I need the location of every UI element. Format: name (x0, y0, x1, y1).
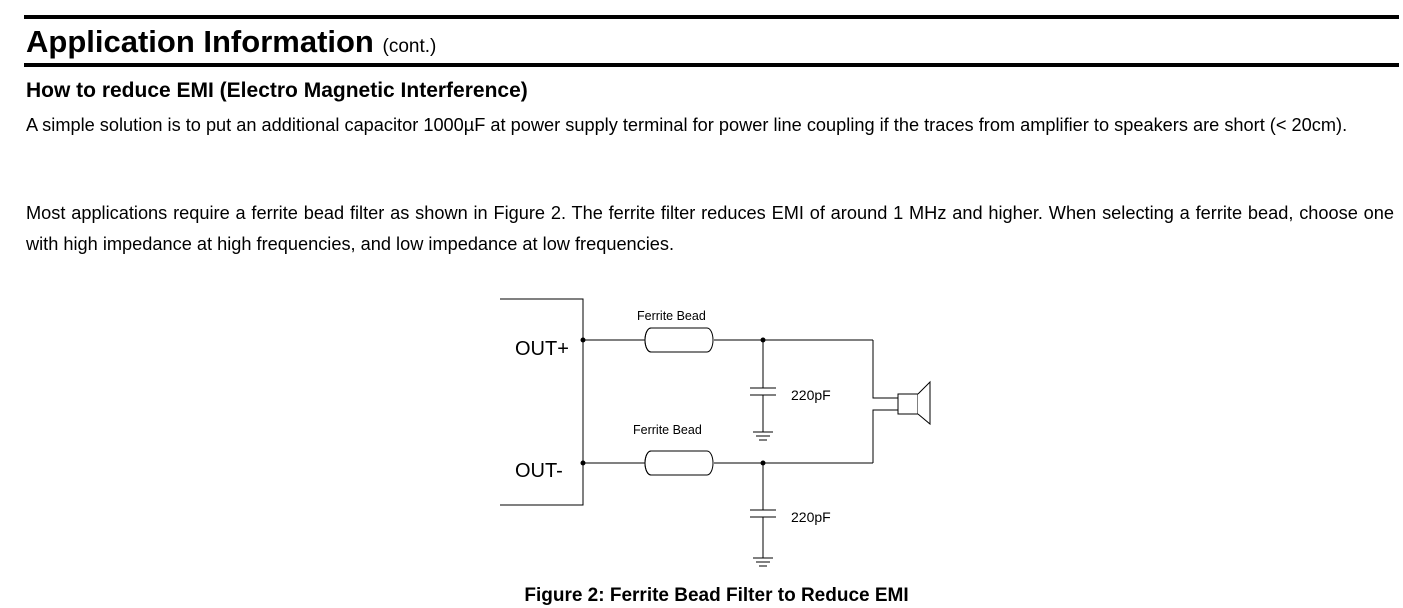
speaker-icon (897, 380, 931, 426)
label-out-plus: OUT+ (515, 338, 569, 360)
capacitor-top-icon (750, 340, 776, 432)
ferrite-bead-bottom-icon (644, 450, 714, 476)
label-out-minus: OUT- (515, 460, 563, 482)
ground-top-icon (753, 431, 773, 441)
label-ferrite-bead-top: Ferrite Bead (637, 309, 706, 323)
page-title-text: Application Information (26, 24, 374, 59)
top-rule (24, 15, 1399, 19)
capacitor-bottom-icon (750, 463, 776, 558)
title-underline-rule (24, 63, 1399, 67)
ferrite-bead-top-icon (644, 327, 714, 353)
junction-cap-bottom (760, 460, 766, 466)
paragraph-capacitor-solution: A simple solution is to put an additiona… (26, 115, 1348, 135)
page-title-suffix: (cont.) (382, 36, 437, 57)
speaker-lead-bottom (872, 409, 898, 463)
junction-out-minus (580, 460, 586, 466)
label-ferrite-bead-bottom: Ferrite Bead (633, 423, 702, 437)
amplifier-outline (500, 298, 584, 506)
figure-caption: Figure 2: Ferrite Bead Filter to Reduce … (524, 585, 909, 606)
label-cap-top: 220pF (791, 387, 831, 403)
label-cap-bottom: 220pF (791, 509, 831, 525)
ground-bottom-icon (753, 557, 773, 567)
paragraph-ferrite-filter: Most applications require a ferrite bead… (26, 203, 1394, 254)
page-title: Application Information (cont.) (26, 22, 436, 67)
section-heading: How to reduce EMI (Electro Magnetic Inte… (26, 79, 528, 102)
junction-out-plus (580, 337, 586, 343)
speaker-lead-top (872, 340, 898, 399)
junction-cap-top (760, 337, 766, 343)
